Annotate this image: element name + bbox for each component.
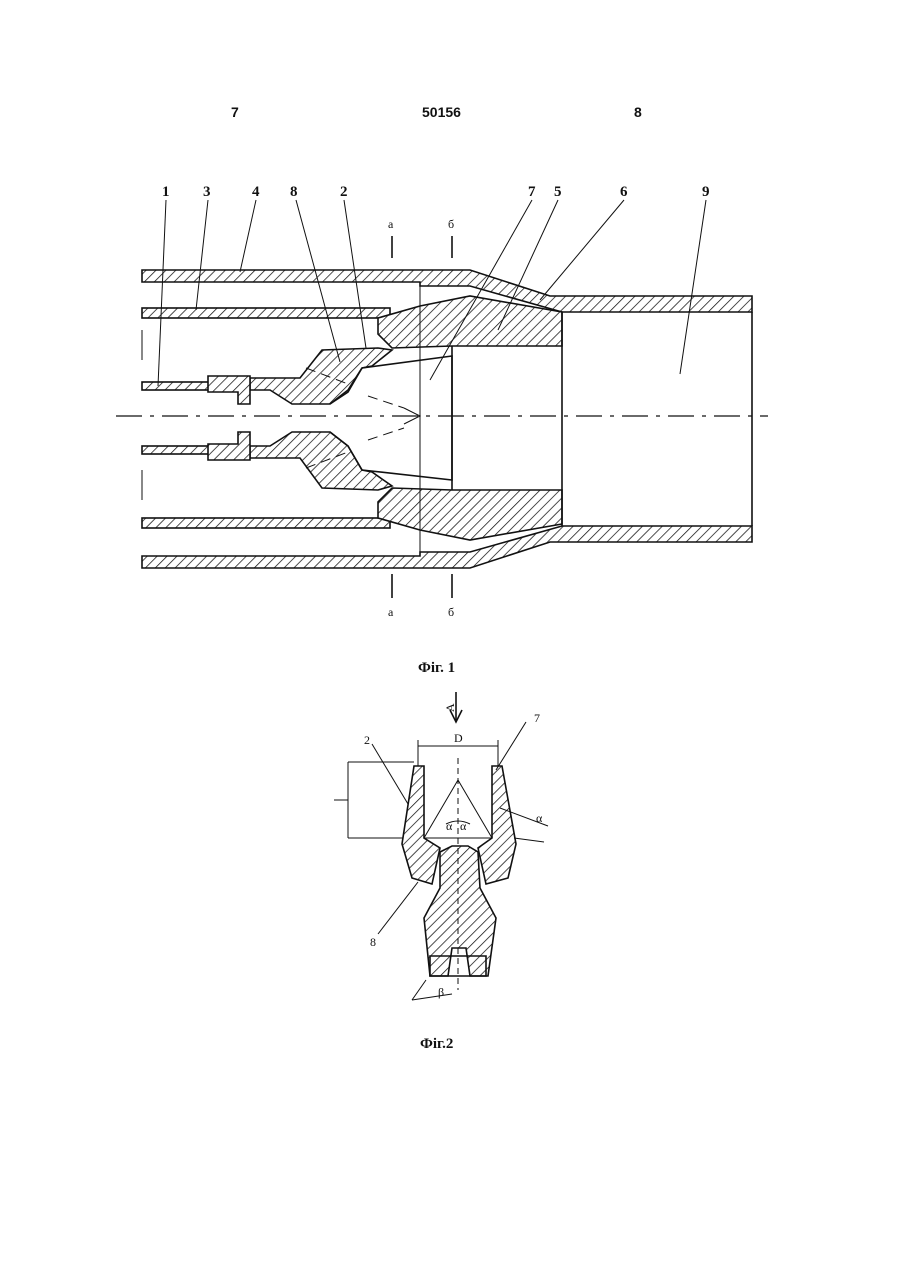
section-b-bottom: б bbox=[448, 605, 454, 619]
section-b-top: б bbox=[448, 217, 454, 231]
supply-pipe-bottom bbox=[142, 446, 210, 454]
nozzle-head-top bbox=[250, 348, 392, 404]
label-part-9: 9 bbox=[702, 184, 710, 200]
fig2-caption: Фіг.2 bbox=[420, 1036, 453, 1052]
fig2-wall-right bbox=[478, 766, 516, 884]
label-part-3: 3 bbox=[203, 184, 211, 200]
fig2-label-2: 2 bbox=[364, 733, 370, 747]
fig2-wall-left bbox=[402, 766, 440, 884]
label-part-4: 4 bbox=[252, 184, 260, 200]
diffuser-bottom bbox=[378, 488, 562, 540]
label-part-5: 5 bbox=[554, 184, 562, 200]
angle-beta: β bbox=[438, 985, 444, 999]
coupling-top bbox=[208, 376, 250, 404]
supply-pipe-top bbox=[142, 382, 210, 390]
dimension-d: D bbox=[454, 731, 463, 745]
tube-bottom-wall bbox=[142, 518, 390, 528]
nozzle-head-bottom bbox=[250, 432, 392, 490]
fig2-label-8: 8 bbox=[370, 935, 376, 949]
coupling-bottom bbox=[208, 432, 250, 460]
fig2-drawing: A D α α α β bbox=[334, 692, 548, 1052]
tube-top-wall bbox=[142, 308, 390, 318]
label-part-8: 8 bbox=[290, 184, 298, 200]
angle-alpha-outer: α bbox=[536, 811, 543, 825]
angle-alpha-right: α bbox=[460, 819, 467, 833]
label-part-1: 1 bbox=[162, 184, 170, 200]
fig2-label-7: 7 bbox=[534, 711, 540, 725]
label-part-2: 2 bbox=[340, 184, 348, 200]
label-part-6: 6 bbox=[620, 184, 628, 200]
fig1-caption: Фіг. 1 bbox=[418, 660, 455, 676]
view-mark-a: A bbox=[443, 703, 457, 712]
section-a-top: а bbox=[388, 217, 394, 231]
angle-alpha-left: α bbox=[446, 819, 453, 833]
label-part-7: 7 bbox=[528, 184, 536, 200]
section-a-bottom: а bbox=[388, 605, 394, 619]
fig1-drawing: 1 3 4 8 2 7 5 6 9 а б а б Фіг. 1 bbox=[116, 184, 768, 676]
